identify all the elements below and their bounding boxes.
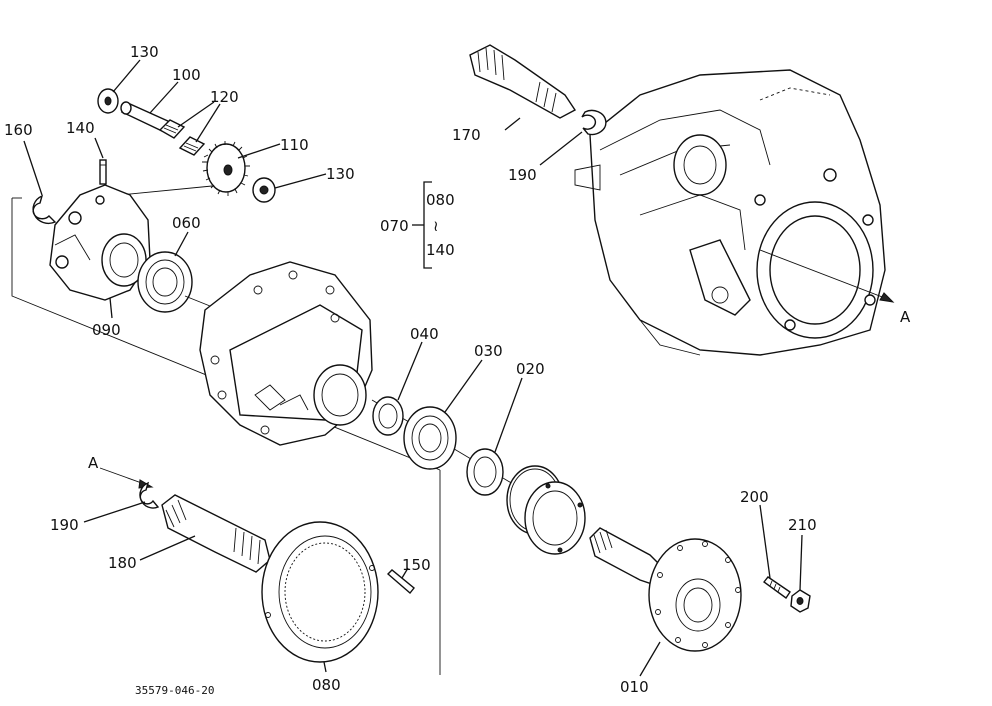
label-190-bottom: 190 <box>50 516 79 534</box>
label-130-top: 130 <box>130 43 159 61</box>
label-160: 160 <box>4 121 33 139</box>
leader-190-top <box>539 131 583 166</box>
group-bracket-070: 070 080 ≀ 140 <box>380 181 455 269</box>
label-090: 090 <box>92 321 121 339</box>
label-020: 020 <box>516 360 545 378</box>
part-080-ring-gear <box>261 521 379 663</box>
label-080: 080 <box>312 676 341 694</box>
part-130-thrust-washer-top <box>97 88 119 114</box>
leader-120-b <box>195 103 221 143</box>
label-060: 060 <box>172 214 201 232</box>
label-180: 180 <box>108 554 137 572</box>
leader-210 <box>799 534 803 591</box>
label-030: 030 <box>474 342 503 360</box>
bracket-label-070: 070 <box>380 217 409 235</box>
part-010-axle <box>589 527 742 652</box>
axis-line-right <box>759 249 891 301</box>
axis-marker-right: A <box>900 308 911 326</box>
part-110-gear <box>202 141 250 196</box>
part-190-snap-ring-bottom <box>139 481 160 509</box>
leader-170 <box>504 117 521 131</box>
part-120-needle-bearing-a <box>158 119 186 139</box>
label-140: 140 <box>66 119 95 137</box>
bearing-cover <box>524 481 586 555</box>
label-210: 210 <box>788 516 817 534</box>
leader-140 <box>94 137 104 159</box>
leader-030 <box>444 359 483 413</box>
label-100: 100 <box>172 66 201 84</box>
leader-010 <box>639 641 661 677</box>
part-020-oil-seal <box>466 448 504 496</box>
part-180-shaft <box>161 494 271 573</box>
label-040: 040 <box>410 325 439 343</box>
leader-090 <box>109 297 113 319</box>
arrow-right-icon <box>879 292 895 303</box>
final-drive-housing <box>199 261 373 446</box>
leader-020 <box>494 377 523 453</box>
part-030-ball-bearing <box>403 406 457 470</box>
label-170: 170 <box>452 126 481 144</box>
part-200-hub-bolt <box>762 576 791 599</box>
leader-100 <box>149 81 179 114</box>
part-140-spring-pin <box>99 159 107 185</box>
part-100-shaft <box>120 101 172 132</box>
part-040-oil-seal <box>372 396 404 436</box>
part-190-snap-ring-top <box>581 109 607 136</box>
leader-080 <box>323 661 327 673</box>
axis-marker-left: A <box>88 454 99 472</box>
label-190-top: 190 <box>508 166 537 184</box>
label-010: 010 <box>620 678 649 696</box>
part-210-hub-nut <box>790 589 811 613</box>
leader-150 <box>401 567 409 579</box>
part-130-thrust-washer-bottom <box>252 177 276 203</box>
part-150-pin <box>386 569 415 595</box>
drawing-number: 35579-046-20 <box>135 684 214 697</box>
bracket-top-080: 080 <box>426 191 455 209</box>
leader-190-bottom <box>83 501 146 523</box>
part-120-needle-bearing-b <box>178 136 206 156</box>
part-060-ball-bearing <box>137 251 193 313</box>
label-200: 200 <box>740 488 769 506</box>
part-170-shaft <box>469 44 577 119</box>
leader-060 <box>174 231 189 257</box>
leader-180 <box>139 535 196 561</box>
leader-130-top <box>112 59 141 93</box>
label-120: 120 <box>210 88 239 106</box>
label-130-bottom: 130 <box>326 165 355 183</box>
part-090-planet-carrier <box>49 184 151 301</box>
bracket-bottom-140: 140 <box>426 241 455 259</box>
label-150: 150 <box>402 556 431 574</box>
transmission-housing <box>574 69 886 356</box>
label-110: 110 <box>280 136 309 154</box>
bracket-tilde: ≀ <box>433 217 439 235</box>
leader-110 <box>237 143 281 159</box>
leader-160 <box>23 140 43 196</box>
leader-120-a <box>177 101 215 128</box>
leader-200 <box>759 504 771 579</box>
leader-040 <box>397 341 423 401</box>
leader-130-bottom <box>274 173 327 189</box>
part-160-snap-ring <box>32 194 57 225</box>
